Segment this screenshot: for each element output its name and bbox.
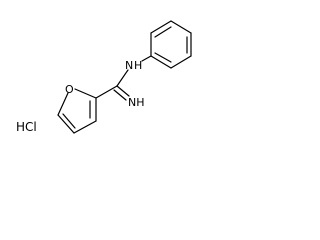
bond-fu-2 bbox=[57, 92, 69, 116]
bond-c-furan bbox=[95, 85, 118, 99]
bond-nh-c bbox=[116, 69, 129, 87]
salt-label: HCl bbox=[16, 120, 37, 134]
bond-fu-4 bbox=[73, 120, 97, 134]
bond-fu-inner-2 bbox=[62, 113, 76, 129]
bond-ph-inner-3 bbox=[154, 52, 172, 63]
bond-c-nh-imine-b bbox=[113, 89, 127, 101]
atom-n-amine: N bbox=[125, 59, 133, 72]
bond-ph-4 bbox=[170, 55, 192, 69]
bond-fu-3 bbox=[57, 114, 75, 134]
atom-nh-imine: NH bbox=[128, 96, 145, 109]
bond-fu-1 bbox=[74, 88, 97, 99]
furan-ring bbox=[57, 88, 97, 134]
bond-ph-2 bbox=[170, 20, 192, 34]
phenyl-ring bbox=[150, 20, 192, 69]
bond-c-nh-imine-a bbox=[116, 85, 130, 97]
chemical-structure: N H NH O HCl bbox=[16, 20, 192, 134]
bond-ph-nh bbox=[141, 55, 152, 62]
atom-h-amine: H bbox=[134, 59, 142, 72]
amidine-group bbox=[95, 55, 152, 101]
atom-o-furan: O bbox=[65, 83, 74, 96]
bond-ph-1 bbox=[150, 20, 172, 34]
bond-ph-5 bbox=[150, 55, 172, 69]
bond-ph-inner-1 bbox=[154, 26, 172, 38]
